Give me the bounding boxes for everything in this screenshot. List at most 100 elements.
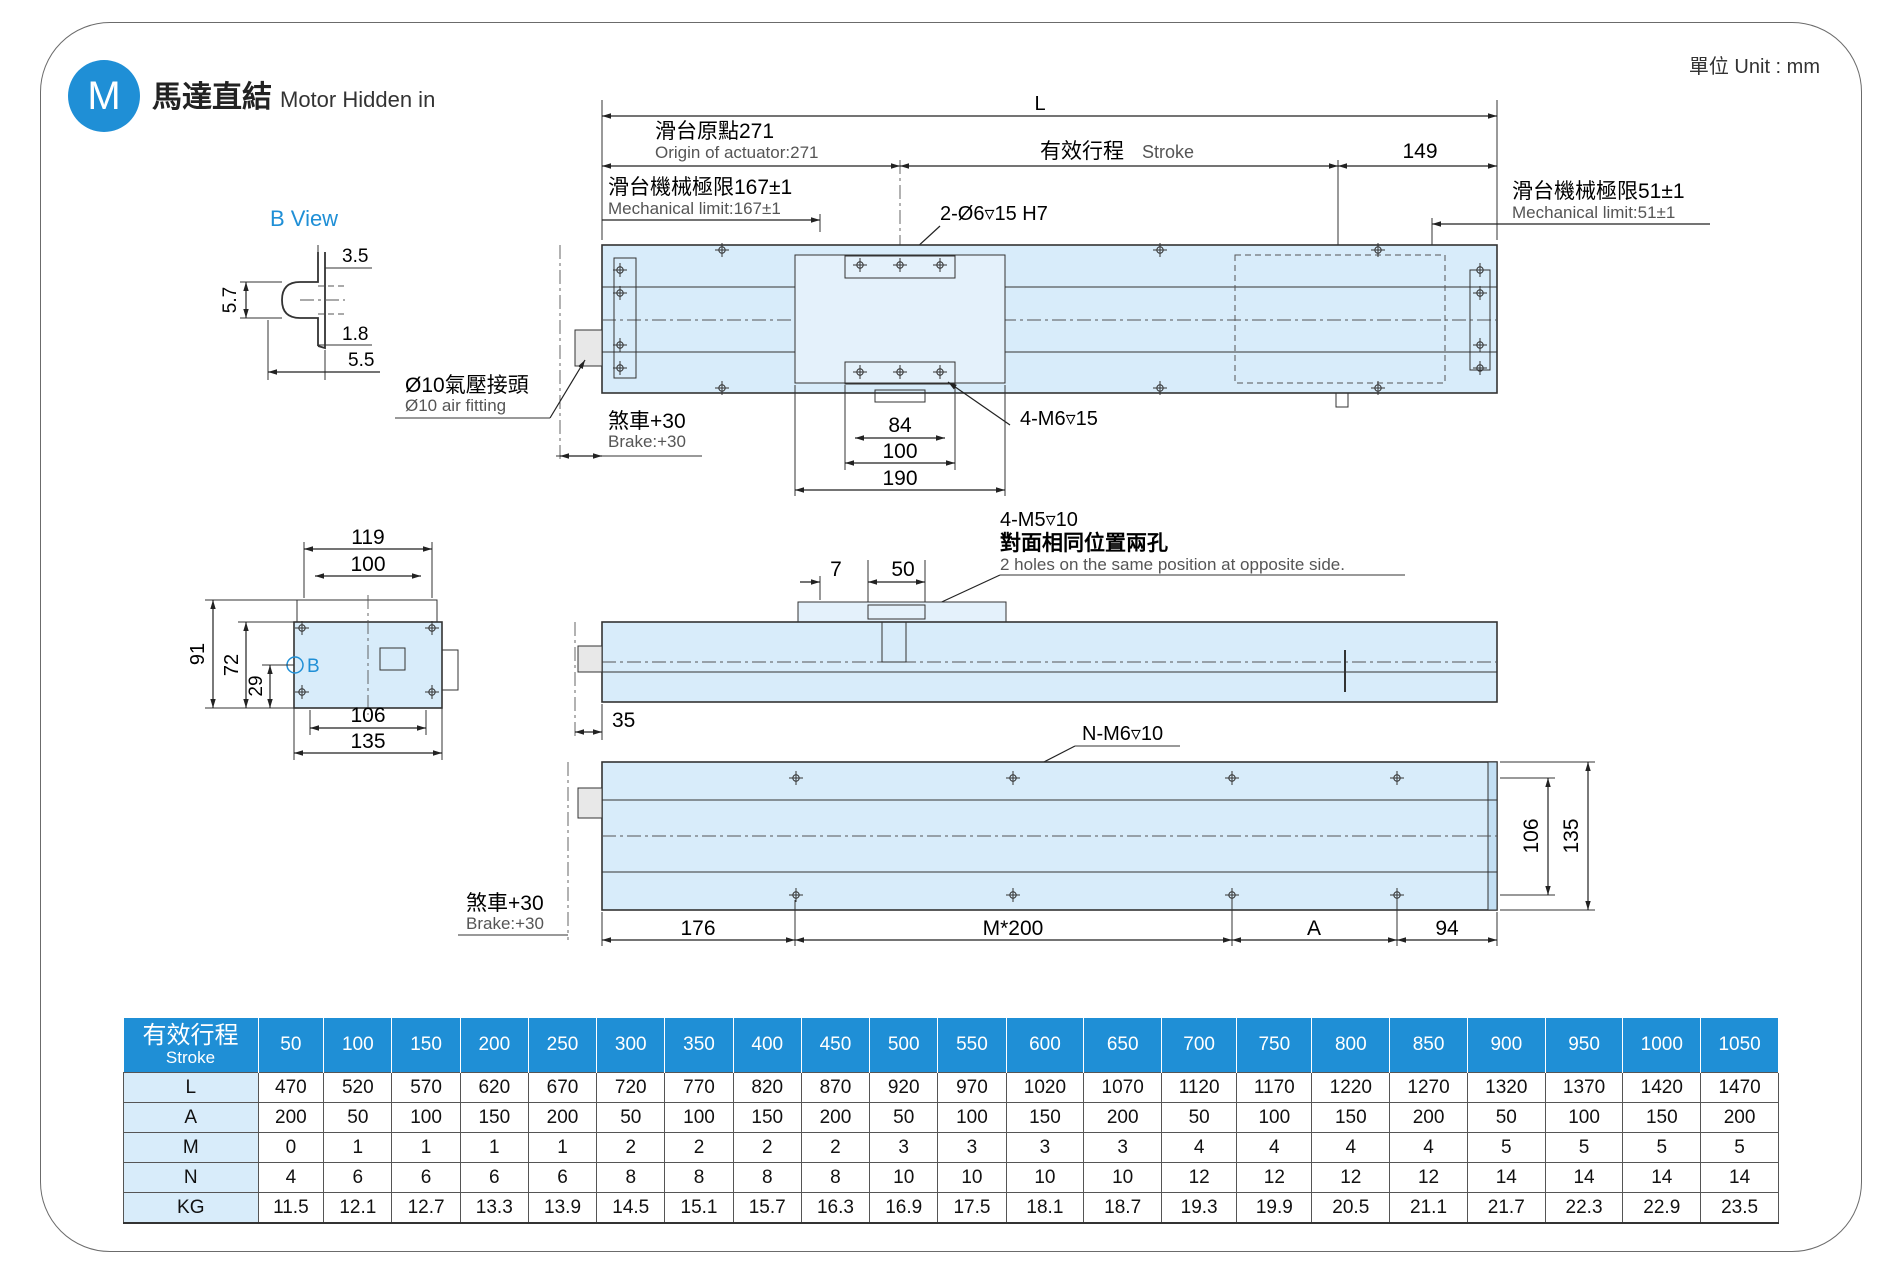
carriage-end-position bbox=[1234, 254, 1446, 384]
stroke-header-cell: 150 bbox=[391, 1018, 461, 1073]
table-cell: 13.9 bbox=[527, 1192, 598, 1224]
stroke-header-cell: 550 bbox=[937, 1018, 1007, 1073]
table-cell: 820 bbox=[732, 1072, 802, 1103]
table-cell: 6 bbox=[459, 1162, 529, 1193]
hole-marker bbox=[425, 621, 439, 635]
table-cell: 670 bbox=[527, 1072, 598, 1103]
top-dim-149: 149 bbox=[1402, 140, 1437, 163]
hole-marker bbox=[1006, 888, 1020, 902]
stroke-header-cell: 450 bbox=[801, 1018, 871, 1073]
table-cell: 2 bbox=[732, 1132, 802, 1163]
mech-left-zh: 滑台機械極限167±1 bbox=[608, 176, 792, 199]
table-cell: 1320 bbox=[1466, 1072, 1546, 1103]
title-zh: 馬達直結 bbox=[152, 81, 272, 114]
table-cell: 17.5 bbox=[937, 1192, 1007, 1224]
hole-marker bbox=[613, 361, 627, 375]
mech-left-en: Mechanical limit:167±1 bbox=[608, 199, 781, 218]
table-cell: 22.9 bbox=[1622, 1192, 1702, 1224]
bottom-view: N-M6▿10 煞車+30 Brake:+30 176 M*200 A 94 1… bbox=[458, 723, 1595, 946]
dim-190: 190 bbox=[882, 467, 917, 490]
table-cell: 770 bbox=[664, 1072, 734, 1103]
dim-72: 72 bbox=[221, 654, 243, 676]
table-cell: 12 bbox=[1311, 1162, 1391, 1193]
table-cell: 1020 bbox=[1005, 1072, 1085, 1103]
table-cell: 2 bbox=[664, 1132, 734, 1163]
table-cell: 150 bbox=[1622, 1102, 1702, 1133]
dim-106-end: 106 bbox=[350, 704, 385, 727]
stroke-header-cell: 300 bbox=[596, 1018, 666, 1073]
dim-106-bottom: 106 bbox=[1520, 818, 1543, 853]
b-marker-label: B bbox=[307, 656, 320, 677]
air-fitting-top bbox=[574, 329, 603, 367]
dim-91: 91 bbox=[187, 643, 209, 665]
dim-100-end: 100 bbox=[350, 553, 385, 576]
table-cell: 2 bbox=[596, 1132, 666, 1163]
stroke-header-cell: 650 bbox=[1083, 1018, 1163, 1073]
table-cell: 10 bbox=[937, 1162, 1007, 1193]
table-cell: 21.1 bbox=[1389, 1192, 1468, 1224]
table-cell: 15.7 bbox=[732, 1192, 802, 1224]
stroke-header-cell: 400 bbox=[733, 1018, 802, 1073]
table-cell: 200 bbox=[257, 1102, 325, 1133]
hole-marker bbox=[295, 621, 309, 635]
hole-marker bbox=[1390, 888, 1404, 902]
table-cell: 470 bbox=[257, 1072, 325, 1103]
dim-135-end: 135 bbox=[350, 730, 385, 753]
table-cell: 200 bbox=[1389, 1102, 1468, 1133]
table-cell: 10 bbox=[1083, 1162, 1163, 1193]
table-cell: 12 bbox=[1161, 1162, 1238, 1193]
stroke-header-cell: 800 bbox=[1311, 1018, 1391, 1073]
bottom-brake-zh: 煞車+30 bbox=[466, 892, 544, 915]
table-cell: 1470 bbox=[1700, 1072, 1779, 1103]
table-cell: 570 bbox=[391, 1072, 461, 1103]
table-cell: 1 bbox=[323, 1132, 393, 1163]
b-view-dim-5-7: 5.7 bbox=[220, 287, 241, 313]
air-fitting-side bbox=[577, 645, 603, 673]
top-view: L 滑台原點271 Origin of actuator:271 有效行程 St… bbox=[395, 93, 1710, 496]
table-cell: 150 bbox=[1005, 1102, 1085, 1133]
table-cell: 1 bbox=[391, 1132, 461, 1163]
hole-marker bbox=[1006, 771, 1020, 785]
side-carriage-plate bbox=[867, 604, 926, 620]
dim-94: 94 bbox=[1435, 917, 1459, 940]
hole-marker bbox=[613, 263, 627, 277]
end-view-connector bbox=[379, 647, 406, 671]
dim-100: 100 bbox=[882, 440, 917, 463]
table-cell: 50 bbox=[1466, 1102, 1546, 1133]
spec-header-cell: 有效行程 Stroke bbox=[123, 1018, 259, 1073]
table-cell: 870 bbox=[800, 1072, 871, 1103]
table-cell: 50 bbox=[1161, 1102, 1238, 1133]
table-cell: 16.9 bbox=[869, 1192, 939, 1224]
row-label: M bbox=[123, 1132, 259, 1163]
stroke-header-cell: 350 bbox=[664, 1018, 734, 1073]
table-cell: 50 bbox=[596, 1102, 666, 1133]
table-cell: 100 bbox=[664, 1102, 734, 1133]
hole-marker bbox=[425, 685, 439, 699]
table-cell: 14 bbox=[1544, 1162, 1624, 1193]
table-cell: 50 bbox=[869, 1102, 939, 1133]
hole-marker bbox=[1390, 771, 1404, 785]
table-cell: 19.3 bbox=[1161, 1192, 1238, 1224]
table-cell: 3 bbox=[1083, 1132, 1163, 1163]
fitting-label-en: Ø10 air fitting bbox=[405, 396, 506, 415]
end-view: B 119 100 91 72 29 106 135 bbox=[187, 526, 459, 760]
hole-marker bbox=[789, 888, 803, 902]
stroke-header-cell: 600 bbox=[1006, 1018, 1085, 1073]
b-view: B View 3.5 5.7 1.8 5.5 bbox=[220, 206, 380, 380]
b-view-bracket bbox=[317, 252, 326, 350]
hole-marker bbox=[715, 243, 729, 257]
table-cell: 200 bbox=[1083, 1102, 1163, 1133]
actuator-bottom-body bbox=[601, 761, 1498, 911]
b-view-label: B View bbox=[270, 206, 338, 231]
origin-label-en: Origin of actuator:271 bbox=[655, 143, 818, 162]
hole-marker bbox=[1371, 381, 1385, 395]
hole-marker bbox=[1473, 361, 1487, 375]
hole-marker bbox=[933, 365, 947, 379]
row-label: A bbox=[123, 1102, 259, 1133]
table-cell: 14.5 bbox=[596, 1192, 666, 1224]
